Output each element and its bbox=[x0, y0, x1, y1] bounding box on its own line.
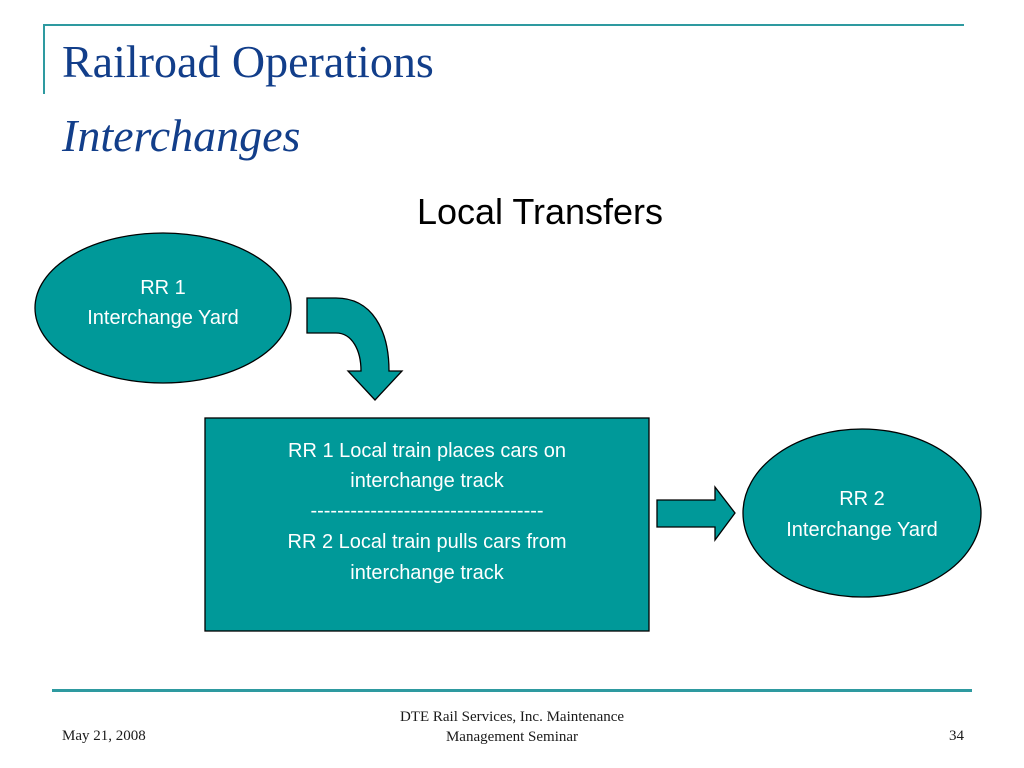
footer-rule bbox=[52, 689, 972, 692]
slide-title: Railroad Operations bbox=[62, 36, 434, 87]
diagram-heading: Local Transfers bbox=[416, 191, 664, 232]
local-transfer-box bbox=[204, 417, 650, 632]
footer-organization-line2: Management Seminar bbox=[445, 729, 579, 745]
rr2-label-line2: Interchange Yard bbox=[786, 519, 938, 541]
local-transfer-node: RR 1 Local train places cars on intercha… bbox=[204, 417, 650, 632]
footer-organization-line1: DTE Rail Services, Inc. Maintenance bbox=[399, 709, 625, 725]
rr1-label-line1: RR 1 bbox=[140, 277, 186, 299]
rr1-label-line2: Interchange Yard bbox=[87, 307, 239, 329]
title-frame-top-rule bbox=[43, 24, 964, 26]
page-number: 34 bbox=[949, 728, 964, 744]
rr2-ellipse bbox=[742, 428, 982, 598]
local-transfer-line4: interchange track bbox=[350, 562, 504, 584]
rr1-ellipse bbox=[34, 232, 292, 384]
local-transfer-line2: interchange track bbox=[350, 470, 504, 492]
rr2-node: RR 2 Interchange Yard bbox=[742, 428, 982, 598]
footer-date: May 21, 2008 bbox=[62, 728, 146, 744]
rr1-node: RR 1 Interchange Yard bbox=[34, 232, 292, 384]
slide-subtitle: Interchanges bbox=[62, 110, 301, 161]
right-block-arrow bbox=[656, 485, 736, 542]
footer-organization: DTE Rail Services, Inc. Maintenance Mana… bbox=[372, 707, 652, 747]
local-transfer-line1: RR 1 Local train places cars on bbox=[288, 440, 566, 462]
curved-down-arrow bbox=[306, 297, 404, 401]
title-frame-left-rule bbox=[43, 24, 45, 94]
rr2-label-line1: RR 2 bbox=[839, 488, 885, 510]
local-transfer-line3: RR 2 Local train pulls cars from bbox=[288, 531, 567, 553]
local-transfer-divider: ----------------------------------- bbox=[310, 500, 543, 522]
